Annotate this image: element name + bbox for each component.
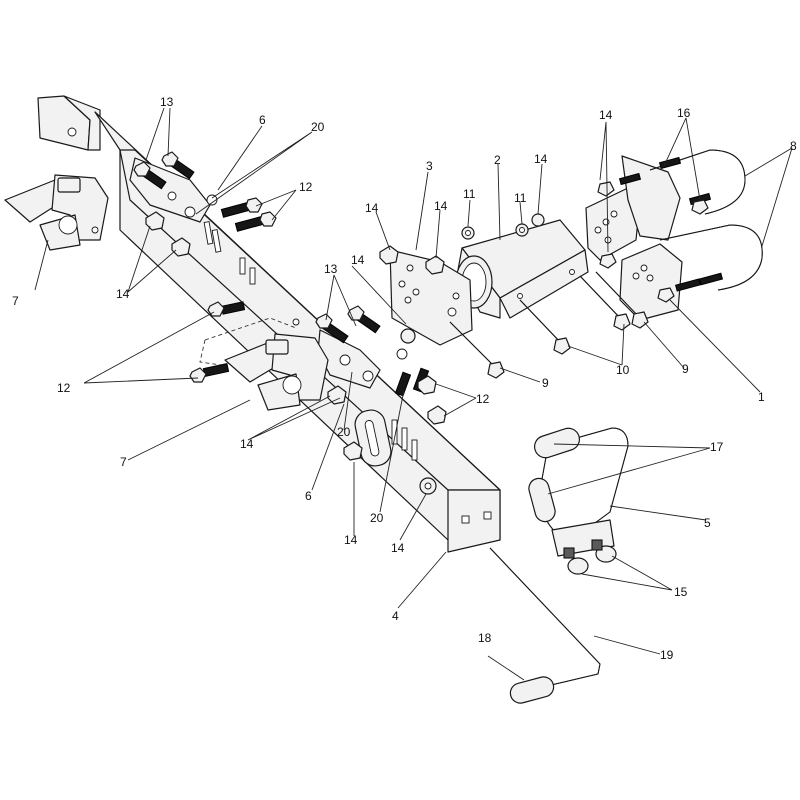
callout-12: 12 [476,392,490,406]
callout-14: 14 [391,541,405,555]
slotted-plate [354,409,392,467]
callout-4: 4 [392,609,399,623]
callout-1: 1 [758,390,765,404]
callout-14: 14 [365,201,379,215]
rubber-clamp-upper [4,174,109,251]
callout-6: 6 [305,489,312,503]
rubber-clamp-lower [224,333,329,411]
callout-11: 11 [463,187,476,201]
callout-14: 14 [351,253,365,267]
bolts [133,151,724,495]
callout-14: 14 [116,287,130,301]
callout-9: 9 [542,376,549,390]
callout-20: 20 [370,511,384,525]
callout-17: 17 [710,440,724,454]
callout-15: 15 [674,585,688,599]
adjuster-plate-right [585,155,683,321]
callout-10: 10 [616,363,630,377]
callout-12: 12 [299,180,313,194]
callout-2: 2 [494,153,501,167]
crank-rod [489,547,601,704]
leader-lines [34,107,793,681]
callout-18: 18 [478,631,492,645]
callout-labels: 13 6 20 12 14 7 14 12 13 14 3 14 14 11 1… [12,95,797,662]
u-bolt-upper [649,149,746,215]
callout-3: 3 [426,159,433,173]
callout-6: 6 [259,113,266,127]
callout-14: 14 [344,533,358,547]
callout-14: 14 [534,152,548,166]
square-tube [455,219,589,319]
callout-14: 14 [240,437,254,451]
callout-12: 12 [57,381,71,395]
handle-knobs [563,539,617,575]
callout-20: 20 [311,120,325,134]
dashed-guide [199,317,297,367]
callout-20: 20 [337,425,351,439]
callout-14: 14 [434,199,448,213]
callout-16: 16 [677,106,691,120]
callout-7: 7 [12,294,19,308]
callout-9: 9 [682,362,689,376]
callout-13: 13 [160,95,174,109]
callout-7: 7 [120,455,127,469]
callout-8: 8 [790,139,797,153]
u-bolt-lower [659,224,763,291]
callout-14: 14 [599,108,613,122]
callout-11: 11 [514,191,527,205]
callout-5: 5 [704,516,711,530]
callout-19: 19 [660,648,674,662]
callout-13: 13 [324,262,338,276]
